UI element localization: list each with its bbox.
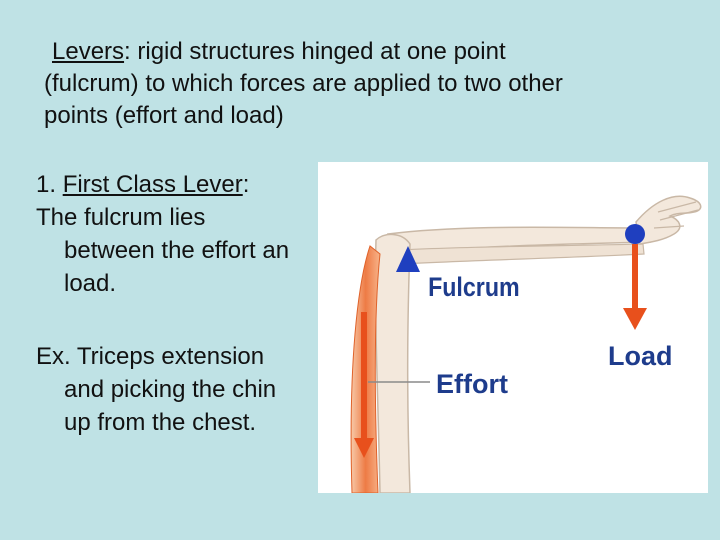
hand-bones: [635, 195, 702, 245]
first-class-number: 1.: [36, 171, 63, 198]
first-class-term: First Class Lever: [62, 171, 243, 198]
first-class-desc-line-2: between the effort an: [64, 237, 290, 264]
example-line-2: and picking the chin: [64, 376, 277, 403]
first-class-desc-line-1: The fulcrum lies: [36, 204, 206, 231]
upper-arm-bone: [374, 233, 411, 493]
fulcrum-label: Fulcrum: [428, 272, 520, 302]
forearm-bones: [386, 226, 651, 265]
arm-lever-svg: Fulcrum Load Effort: [350, 195, 702, 493]
arm-lever-diagram: Fulcrum Load Effort: [318, 162, 708, 493]
first-class-lever-section: 1. First Class Lever: The fulcrum lies b…: [36, 168, 336, 439]
intro-line-3: points (effort and load): [44, 102, 284, 129]
levers-definition-start: : rigid structures hinged at one point: [124, 38, 506, 65]
first-class-heading: 1. First Class Lever:: [36, 168, 336, 201]
intro-line-1: Levers: rigid structures hinged at one p…: [44, 36, 684, 68]
first-class-colon: :: [242, 171, 250, 198]
intro-line-2: (fulcrum) to which forces are applied to…: [44, 70, 563, 97]
intro-paragraph: Levers: rigid structures hinged at one p…: [44, 36, 684, 132]
first-class-desc-line-3: load.: [64, 270, 117, 297]
levers-term: Levers: [52, 38, 125, 65]
load-marker: [625, 224, 645, 244]
load-arrow: [623, 244, 647, 330]
fulcrum-marker: [396, 246, 420, 272]
example-line-1: Ex. Triceps extension: [36, 343, 265, 370]
effort-label: Effort: [436, 369, 508, 399]
example-line-3: up from the chest.: [64, 409, 257, 436]
effort-arrow: [354, 312, 374, 458]
load-label: Load: [608, 341, 673, 371]
